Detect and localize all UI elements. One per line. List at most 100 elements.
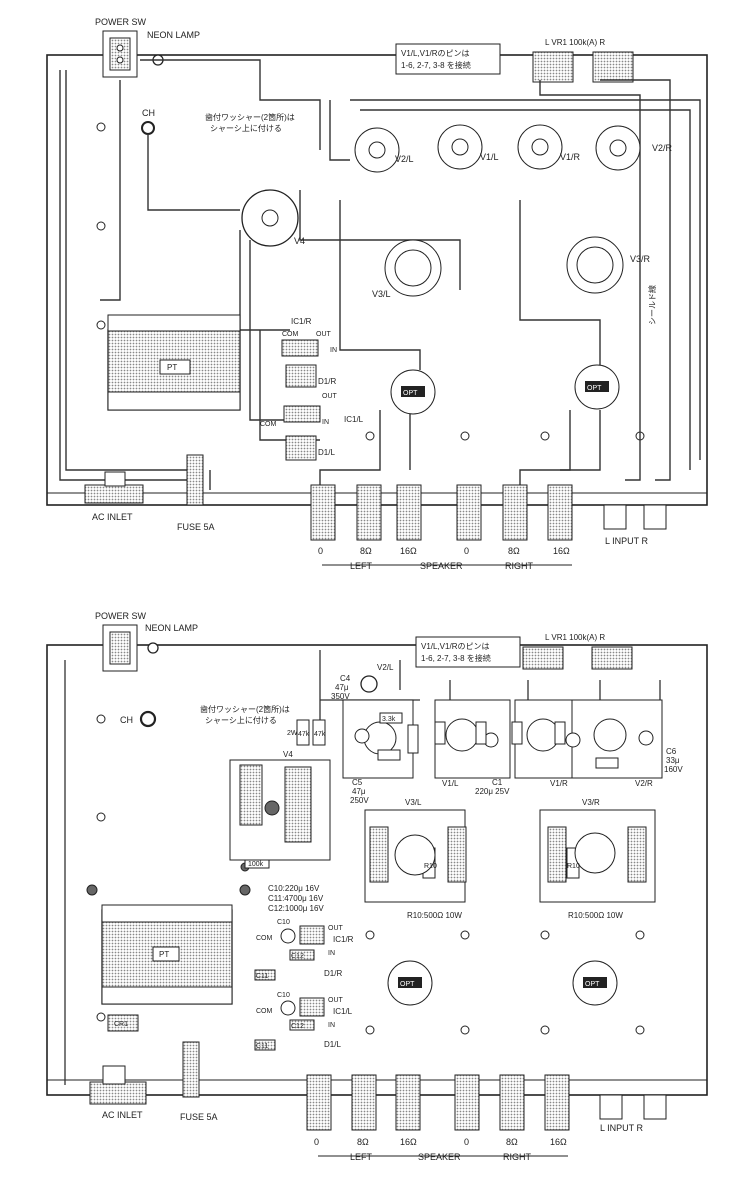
bottom-spk-16-r: 16Ω xyxy=(550,1137,567,1147)
bottom-cr1-label: CR1 xyxy=(114,1021,128,1028)
bottom-r-100k: 100k xyxy=(248,861,264,868)
top-power-switch xyxy=(102,30,138,78)
bottom-clist-0: C10:220μ 16V xyxy=(268,884,320,893)
top-in2: IN xyxy=(322,419,329,426)
top-vr1-left xyxy=(532,51,574,83)
bottom-opt-left-label: OPT xyxy=(400,981,415,988)
bottom-note-line1: V1/L,V1/Rのピンは xyxy=(421,642,489,651)
top-in1: IN xyxy=(330,347,337,354)
bottom-vr1-left xyxy=(522,646,564,670)
bottom-ac-inlet xyxy=(89,1081,147,1105)
top-tube-v1l: V1/L xyxy=(480,152,499,162)
bottom-note-box xyxy=(415,636,521,668)
bottom-c4-val: 47μ xyxy=(335,683,349,692)
top-spk-0-l: 0 xyxy=(318,546,323,556)
top-d1l-label: D1/L xyxy=(318,448,335,457)
bottom-c12-a: C12 xyxy=(291,953,304,960)
top-spk-8-l: 8Ω xyxy=(360,546,372,556)
top-washer-note1: 歯付ワッシャー(2箇所)は xyxy=(205,112,295,122)
bottom-d1l: D1/L xyxy=(324,1040,341,1049)
top-ch-label: CH xyxy=(142,108,155,118)
bottom-fuse-label: FUSE 5A xyxy=(180,1112,218,1122)
bottom-in-a: IN xyxy=(328,950,335,957)
bottom-tube-v3l: V3/L xyxy=(405,798,422,807)
top-speaker-terminals xyxy=(310,484,573,541)
top-spk-8-r: 8Ω xyxy=(508,546,520,556)
top-fuse-holder xyxy=(186,454,204,506)
top-power-sw-label: POWER SW xyxy=(95,17,147,27)
bottom-left-label: LEFT xyxy=(350,1152,373,1162)
top-ic1r-label: IC1/R xyxy=(291,317,312,326)
top-fuse-label: FUSE 5A xyxy=(177,522,215,532)
top-speaker-label: SPEAKER xyxy=(420,561,463,571)
bottom-spk-0-r: 0 xyxy=(464,1137,469,1147)
top-neon-lamp-label: NEON LAMP xyxy=(147,30,200,40)
bottom-c4-volt: 350V xyxy=(331,692,350,701)
top-ic1l-label: IC1/L xyxy=(344,415,364,424)
top-note-box xyxy=(395,43,501,75)
top-diagram: POWER SW NEON LAMP V1/L,V1/Rのピンは 1-6, 2-… xyxy=(46,17,708,571)
bottom-c5-volt: 250V xyxy=(350,796,369,805)
bottom-fuse-holder xyxy=(182,1041,200,1098)
bottom-ch-label: CH xyxy=(120,715,133,725)
bottom-c10-b: C10 xyxy=(277,992,290,999)
top-com1: COM xyxy=(282,331,299,338)
bottom-r-3-3k: 3.3k xyxy=(382,716,396,723)
bottom-c1-val: 220μ 25V xyxy=(475,787,510,796)
top-input-l xyxy=(603,504,627,530)
bottom-ic1l: IC1/L xyxy=(333,1007,353,1016)
top-left-label: LEFT xyxy=(350,561,373,571)
bottom-com-b: COM xyxy=(256,1008,273,1015)
top-ac-inlet xyxy=(84,484,144,504)
bottom-note-line2: 1-6, 2-7, 3-8 を接続 xyxy=(421,653,491,663)
bottom-c4 xyxy=(360,675,378,693)
top-input-label: L INPUT R xyxy=(605,536,649,546)
top-tube-v2r: V2/R xyxy=(652,143,673,153)
bottom-c6-val: 33μ xyxy=(666,756,680,765)
bottom-cr1 xyxy=(107,1014,139,1032)
bottom-chassis xyxy=(46,644,708,1096)
bottom-washer-note1: 歯付ワッシャー(2箇所)は xyxy=(200,704,290,714)
bottom-tube-v3r: V3/R xyxy=(582,798,600,807)
bottom-c11-a: C11 xyxy=(256,973,268,980)
top-pt-label: PT xyxy=(167,363,177,372)
bottom-neon-lamp xyxy=(147,642,159,654)
bottom-in-b: IN xyxy=(328,1022,335,1029)
bottom-clist-1: C11:4700μ 16V xyxy=(268,894,324,903)
top-spk-16-l: 16Ω xyxy=(400,546,417,556)
top-note-line1: V1/L,V1/Rのピンは xyxy=(401,49,469,58)
bottom-c5-label: C5 xyxy=(352,778,363,787)
top-tube-v2l: V2/L xyxy=(395,154,414,164)
bottom-c10-a: C10 xyxy=(277,919,290,926)
top-tube-v1r: V1/R xyxy=(560,152,581,162)
bottom-out-a: OUT xyxy=(328,925,344,932)
bottom-power-switch xyxy=(102,624,138,672)
top-wiring xyxy=(59,59,701,490)
bottom-clist-2: C12:1000μ 16V xyxy=(268,904,324,913)
bottom-spk-8-l: 8Ω xyxy=(357,1137,369,1147)
top-d1r-label: D1/R xyxy=(318,377,336,386)
bottom-c6-volt: 160V xyxy=(664,765,683,774)
bottom-r10-note-r: R10:500Ω 10W xyxy=(568,911,623,920)
bottom-c11-b: C11 xyxy=(256,1043,268,1050)
top-right-label: RIGHT xyxy=(505,561,534,571)
top-spk-0-r: 0 xyxy=(464,546,469,556)
bottom-com-a: COM xyxy=(256,935,273,942)
bottom-d1r: D1/R xyxy=(324,969,342,978)
bottom-vr1-right xyxy=(591,646,633,670)
bottom-vr1-label: L VR1 100k(A) R xyxy=(545,633,605,642)
top-out2: OUT xyxy=(322,393,338,400)
bottom-spk-0-l: 0 xyxy=(314,1137,319,1147)
top-spk-16-r: 16Ω xyxy=(553,546,570,556)
bottom-tube-v2r: V2/R xyxy=(635,779,653,788)
top-com2: COM xyxy=(260,421,277,428)
bottom-speaker-label: SPEAKER xyxy=(418,1152,461,1162)
bottom-tube-v4: V4 xyxy=(283,750,293,759)
bottom-tube-v1l: V1/L xyxy=(442,779,459,788)
bottom-r-47k-a: 47k xyxy=(298,731,310,738)
bottom-c12-b: C12 xyxy=(291,1023,304,1030)
bottom-r10-r: R10 xyxy=(567,863,580,870)
bottom-tube-v1r: V1/R xyxy=(550,779,568,788)
bottom-spk-8-r: 8Ω xyxy=(506,1137,518,1147)
